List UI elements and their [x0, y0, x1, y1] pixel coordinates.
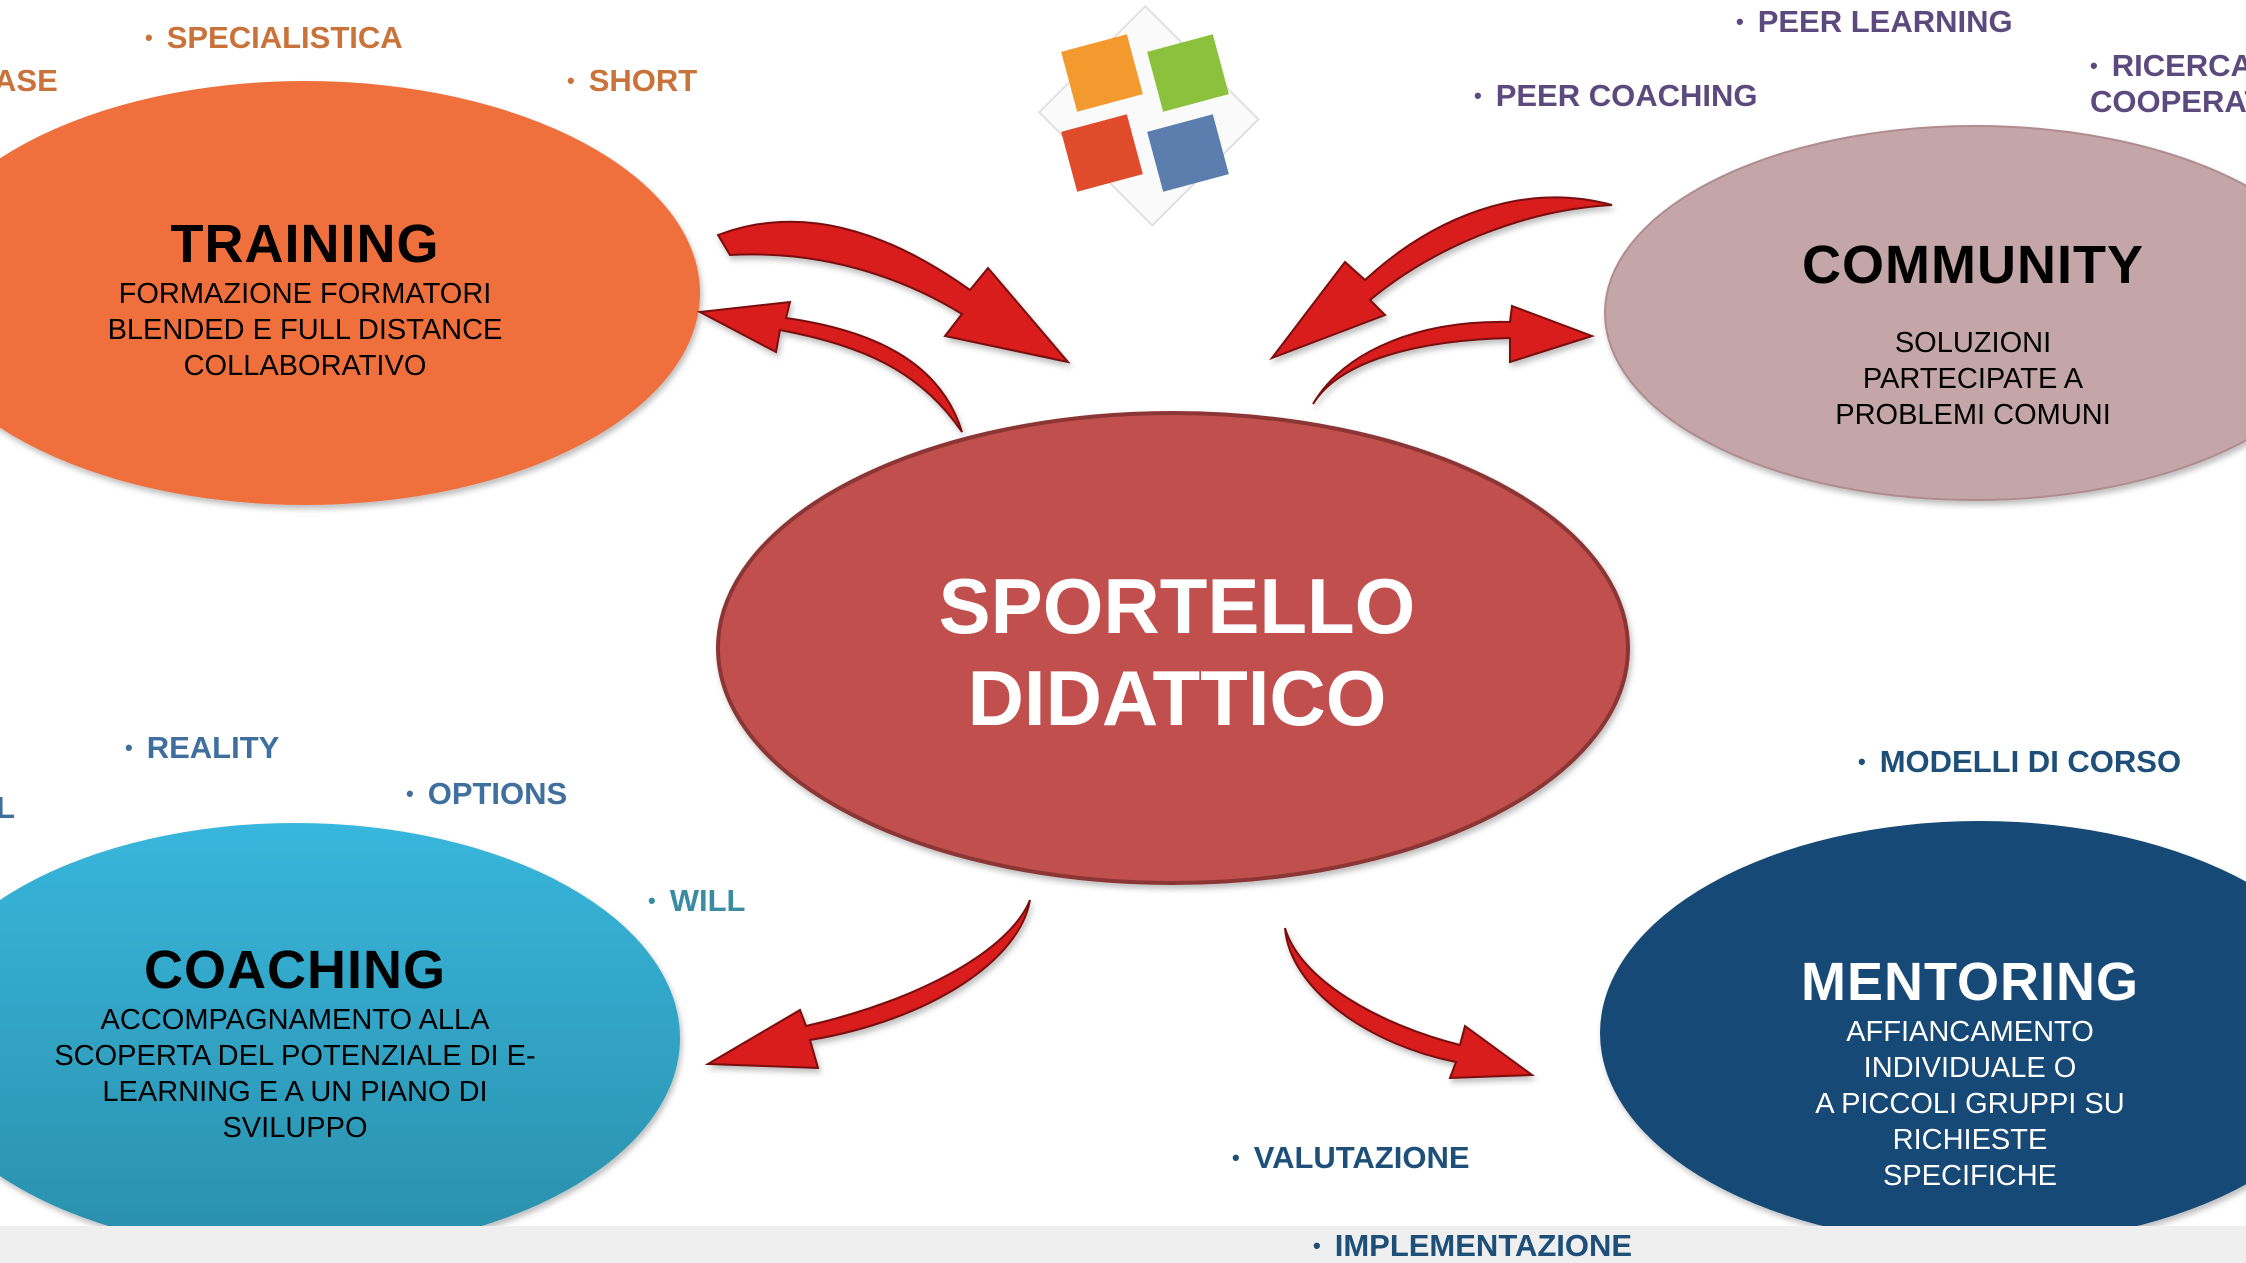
bullet-l-cut: L — [0, 790, 15, 825]
center-ellipse — [716, 411, 1630, 885]
arrow-center-to-mentoring — [1284, 927, 1535, 1080]
bullet-cooperat-cut: COOPERAT — [2090, 84, 2246, 119]
training-node: TRAINING FORMAZIONE FORMATORI BLENDED E … — [108, 212, 503, 384]
coaching-ellipse — [0, 823, 680, 1253]
arrow-training-to-center — [716, 220, 1071, 364]
logo-tile — [1147, 114, 1229, 192]
coaching-node: COACHING ACCOMPAGNAMENTO ALLA SCOPERTA D… — [54, 938, 535, 1146]
footer-band — [0, 1226, 2246, 1263]
training-ellipse — [0, 81, 700, 505]
bullet-implementazione: •IMPLEMENTAZIONE — [1313, 1228, 1633, 1263]
bullet-valutazione: •VALUTAZIONE — [1232, 1140, 1470, 1175]
community-ellipse — [1604, 125, 2246, 501]
mentoring-node: MENTORING AFFIANCAMENTO INDIVIDUALE O A … — [1801, 950, 2139, 1194]
bullet-will: •WILL — [648, 883, 746, 918]
bullet-peer-learning: •PEER LEARNING — [1736, 4, 2013, 39]
arrow-center-to-coaching — [704, 899, 1031, 1070]
community-node: COMMUNITY SOLUZIONI PARTECIPATE A PROBLE… — [1802, 233, 2144, 433]
bullet-short: •SHORT — [567, 63, 698, 98]
arrow-community-to-center — [1269, 196, 1613, 361]
arrow-center-to-training — [696, 300, 963, 433]
bullet-ase-cut: ASE — [0, 63, 58, 98]
arrow-center-to-community — [1312, 304, 1596, 405]
coaching-description: ACCOMPAGNAMENTO ALLA SCOPERTA DEL POTENZ… — [54, 1004, 536, 1144]
training-title: TRAINING — [170, 214, 440, 274]
four-squares-logo-icon — [1037, 4, 1260, 227]
bullet-reality: •REALITY — [125, 730, 280, 765]
coaching-title: COACHING — [144, 940, 446, 1000]
bullet-peer-coaching: •PEER COACHING — [1474, 78, 1758, 113]
center-title-line2: DIDATTICO — [967, 654, 1387, 742]
bullet-specialistica: •SPECIALISTICA — [145, 20, 403, 55]
logo-tile — [1061, 34, 1143, 112]
community-title: COMMUNITY — [1802, 235, 2144, 295]
bullet-options: •OPTIONS — [406, 776, 568, 811]
logo-tile — [1061, 114, 1143, 192]
center-title-line1: SPORTELLO — [938, 562, 1416, 650]
mentoring-ellipse — [1600, 821, 2246, 1245]
bullet-modelli-di-corso: •MODELLI DI CORSO — [1858, 744, 2182, 779]
bullet-ricerca-cut: •RICERCA — [2090, 48, 2246, 83]
mentoring-title: MENTORING — [1800, 952, 2140, 1012]
logo-tile — [1147, 34, 1229, 112]
community-description: SOLUZIONI PARTECIPATE A PROBLEMI COMUNI — [1835, 327, 2111, 431]
center-title: SPORTELLO DIDATTICO — [827, 560, 1527, 744]
training-description: FORMAZIONE FORMATORI BLENDED E FULL DIST… — [107, 278, 503, 382]
mentoring-description: AFFIANCAMENTO INDIVIDUALE O A PICCOLI GR… — [1815, 1016, 2125, 1192]
